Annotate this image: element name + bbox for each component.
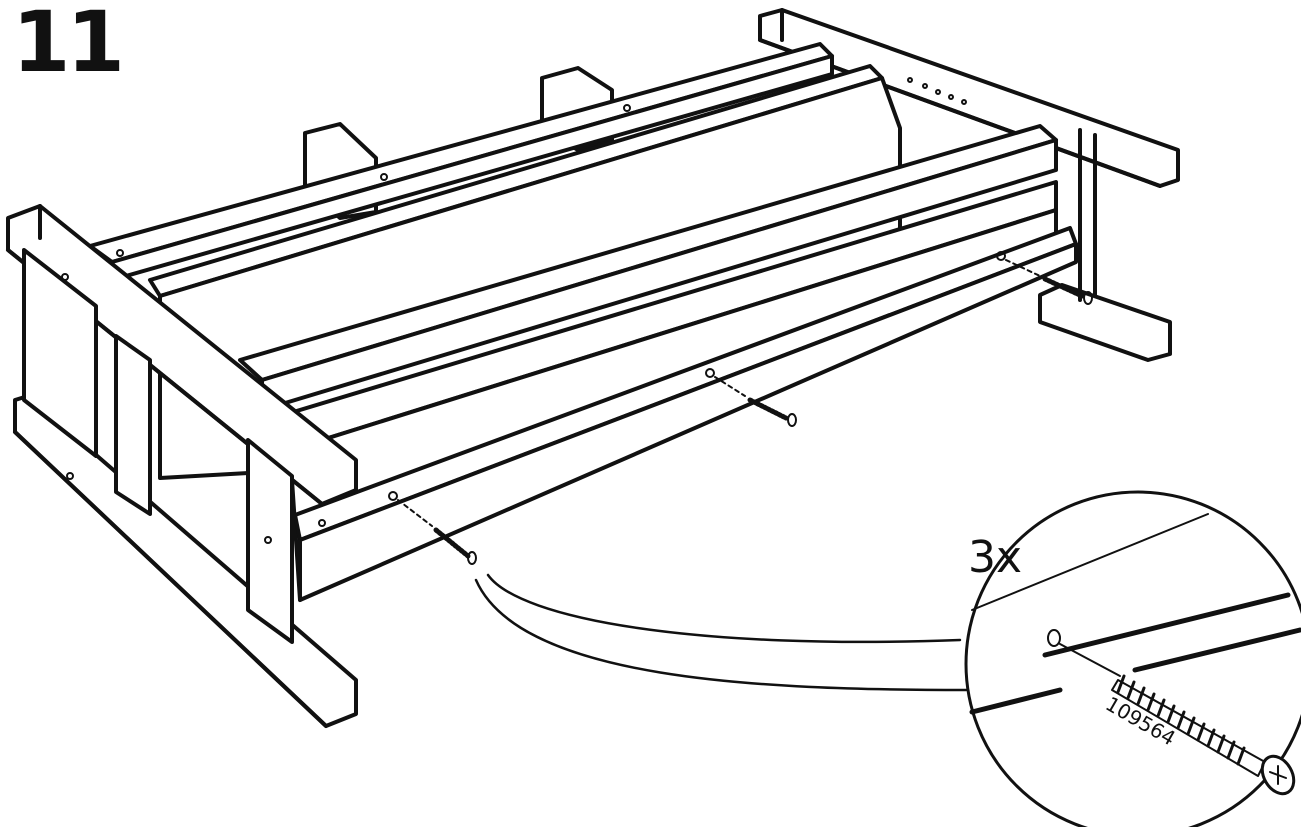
callout-leader xyxy=(476,575,966,690)
quantity-label: 3x xyxy=(968,532,1022,583)
